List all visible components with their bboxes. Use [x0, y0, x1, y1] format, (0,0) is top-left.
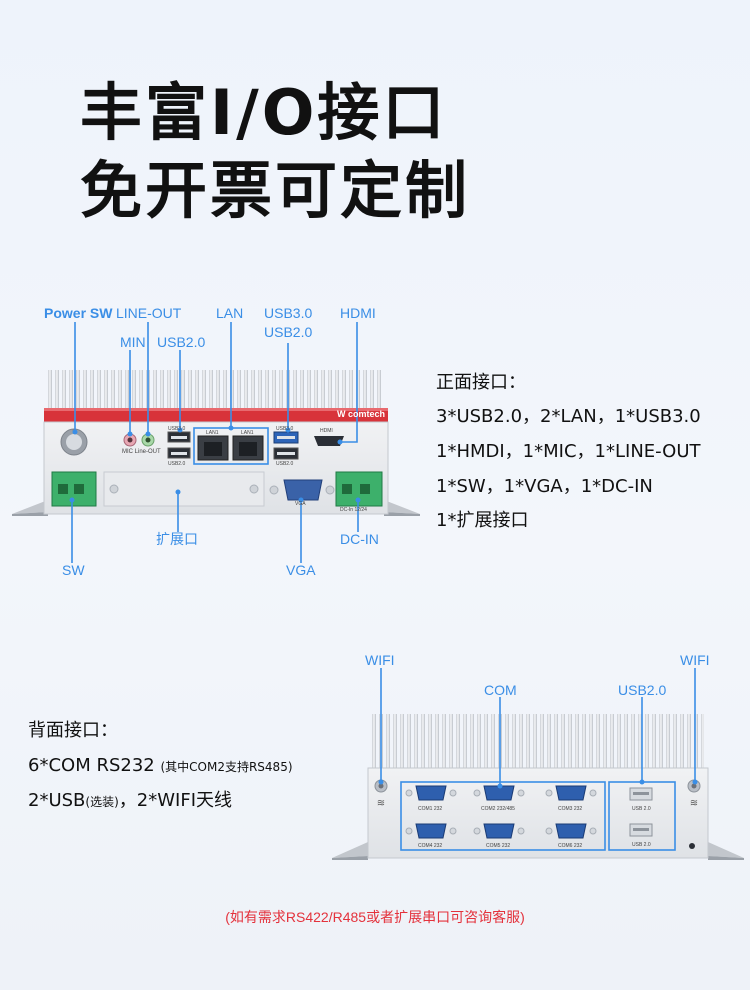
lan1-text: LAN1 [206, 430, 219, 436]
back-spec-usb: 2*USB [28, 790, 86, 811]
label-vga: VGA [286, 562, 316, 578]
front-spec-line: 1*SW，1*VGA，1*DC-IN [436, 476, 653, 497]
label-line-out: LINE-OUT [116, 305, 182, 321]
usb30-small-text: USB3.0 [168, 426, 186, 432]
back-spec-wifi: ，2*WIFI天线 [118, 790, 233, 811]
front-spec-title: 正面接口： [436, 372, 526, 393]
label-usb30: USB3.0 [264, 305, 313, 321]
label-lan: LAN [216, 305, 244, 321]
label-expansion: 扩展口 [156, 531, 198, 547]
label-min: MIN [120, 334, 146, 350]
usb30-right-text: USB3.0 [276, 426, 294, 432]
com6-text: COM6 232 [558, 843, 583, 849]
label-hdmi: HDMI [340, 305, 376, 321]
svg-text:≋: ≋ [690, 798, 698, 809]
back-device: ≋ ≋ [332, 668, 744, 860]
com1-text: COM1 232 [418, 806, 443, 812]
lan2-text: LAN1 [241, 430, 254, 436]
label-dc-in: DC-IN [340, 531, 379, 547]
com5-text: COM5 232 [486, 843, 511, 849]
vga-small-text: VGA [295, 501, 306, 507]
back-spec-com-main: 6*COM RS232 [28, 755, 155, 776]
svg-text:≋: ≋ [377, 798, 385, 809]
dcin-small-text: DC-In 12/24 [340, 507, 367, 513]
label-wifi-right: WIFI [680, 652, 710, 668]
label-com: COM [484, 682, 517, 698]
usb20-small-text: USB2.0 [168, 461, 186, 467]
hdmi-small-text: HDMI [320, 428, 333, 434]
usb20-right-text: USB2.0 [276, 461, 294, 467]
label-usb20-top: USB2.0 [264, 324, 313, 340]
title-line-1: 丰富I/O接口 [80, 76, 448, 149]
consult-note: (如有需求RS422/R485或者扩展串口可咨询客服) [225, 909, 525, 925]
back-spec-optional: (选装) [85, 795, 119, 809]
label-wifi-left: WIFI [365, 652, 395, 668]
usb-a-text: USB 2.0 [632, 806, 651, 812]
front-spec-line: 1*HMDI，1*MIC，1*LINE-OUT [436, 441, 701, 462]
mic-lineout-text: MIC Line-OUT [122, 449, 161, 455]
com4-text: COM4 232 [418, 843, 443, 849]
com3-text: COM3 232 [558, 806, 583, 812]
front-spec-line: 3*USB2.0，2*LAN，1*USB3.0 [436, 406, 701, 427]
back-spec-title: 背面接口： [28, 720, 118, 741]
front-device: ○ [12, 322, 420, 563]
label-sw: SW [62, 562, 85, 578]
back-spec-com-note: (其中COM2支持RS485) [160, 760, 293, 774]
usb-b-text: USB 2.0 [632, 842, 651, 848]
label-usb20-back: USB2.0 [618, 682, 667, 698]
label-usb20: USB2.0 [157, 334, 206, 350]
label-power-sw: Power SW [44, 305, 113, 321]
back-spec-com: 6*COM RS232 (其中COM2支持RS485) [28, 757, 293, 775]
front-spec-line: 1*扩展接口 [436, 510, 529, 531]
title-line-2: 免开票可定制 [80, 154, 471, 227]
back-spec-usb-wifi: 2*USB(选装)，2*WIFI天线 [28, 792, 232, 810]
brand-logo-text: W comtech [337, 409, 386, 419]
com2-text: COM2 232/485 [481, 806, 515, 812]
